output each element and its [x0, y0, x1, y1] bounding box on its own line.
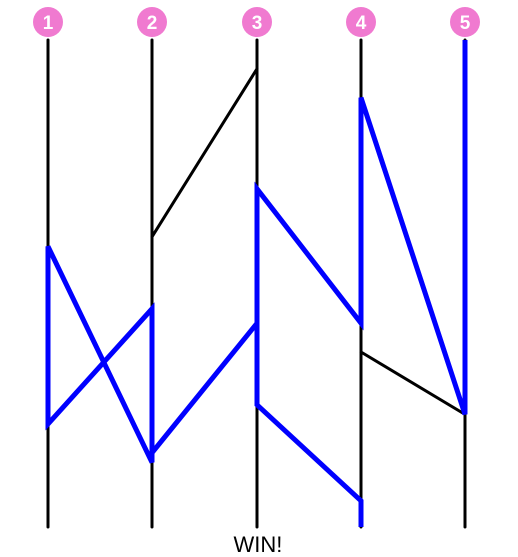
- start-badge-label: 2: [147, 13, 158, 34]
- start-badge-circle: [33, 7, 63, 37]
- start-badge-circle: [346, 7, 376, 37]
- ladder-rung: [150, 67, 259, 239]
- start-badge-label: 4: [356, 13, 367, 34]
- start-badge-3[interactable]: 3: [242, 7, 272, 37]
- start-badge-circle: [137, 7, 167, 37]
- start-badge-5[interactable]: 5: [450, 7, 480, 37]
- winning-path-line: [45, 40, 468, 527]
- start-badge-label: 3: [252, 13, 263, 34]
- ladder-rung: [359, 350, 467, 416]
- start-badge-circle: [450, 7, 480, 37]
- winning-path: [45, 40, 468, 527]
- result-label-3: WIN!: [234, 532, 283, 557]
- start-badge-2[interactable]: 2: [137, 7, 167, 37]
- start-badge-1[interactable]: 1: [33, 7, 63, 37]
- start-badge-circle: [242, 7, 272, 37]
- start-badge-4[interactable]: 4: [346, 7, 376, 37]
- start-badges: 1 2 3 4 5: [33, 7, 480, 37]
- start-badge-label: 5: [460, 13, 471, 34]
- start-badge-label: 1: [43, 13, 54, 34]
- result-labels: WIN!: [234, 532, 283, 557]
